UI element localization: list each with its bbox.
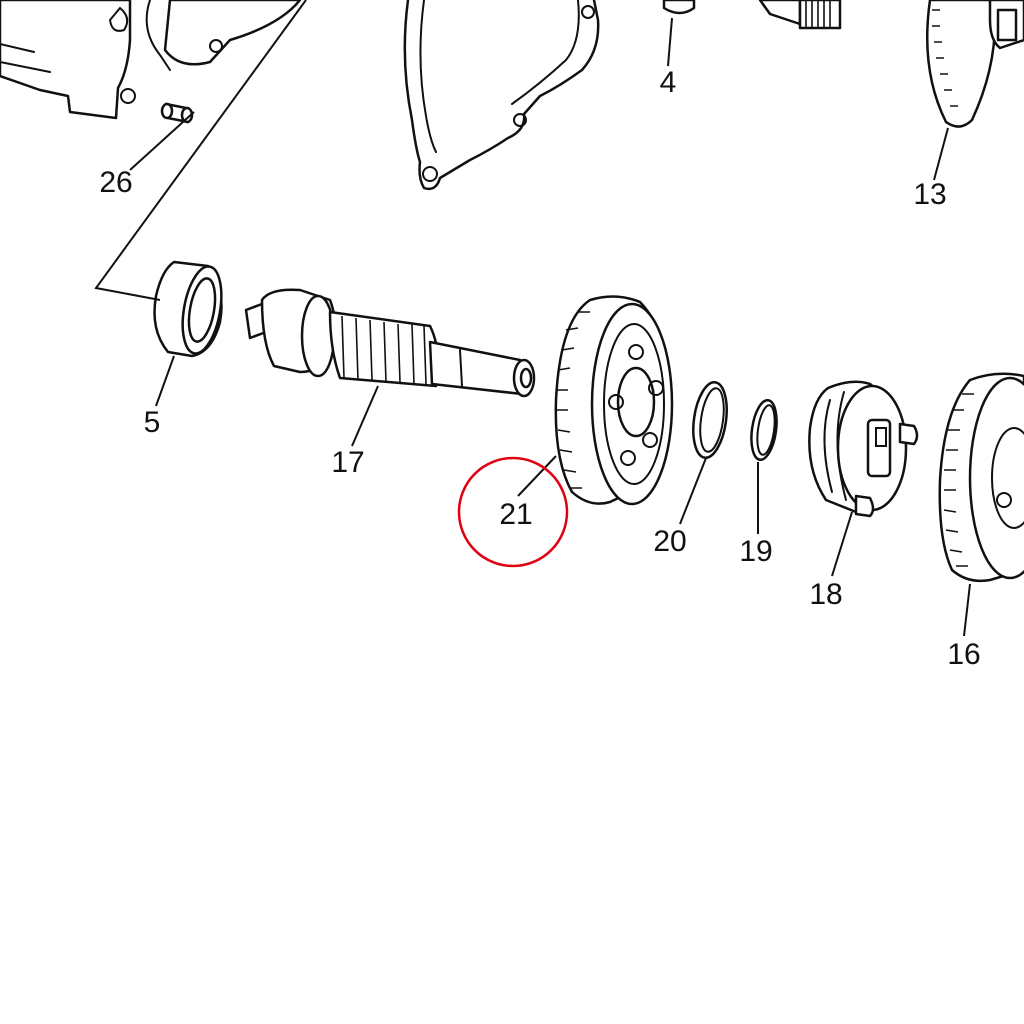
gear-part-13 [758,0,1024,128]
callout-17: 17 [331,446,364,479]
gear-part-21 [554,295,674,506]
callout-13: 13 [913,178,946,211]
callout-16: 16 [947,638,980,671]
callout-18: 18 [809,578,842,611]
callout-20: 20 [653,525,686,558]
washer-ring-part [750,398,778,462]
crankcase-housing-part [0,0,302,120]
circlip-ring-part [692,381,728,459]
gear-part-16 [938,372,1024,583]
gasket-part [403,0,600,191]
dog-hub-part [808,380,919,518]
leader-lines [94,0,971,637]
callout-19: 19 [739,535,772,568]
callout-21: 21 [499,498,532,531]
callout-26: 26 [99,166,132,199]
dowel-pin-part [160,102,194,124]
dowel-pin-part [662,0,696,15]
callout-4: 4 [660,66,677,99]
highlight-circle [457,456,569,568]
callout-5: 5 [144,406,161,439]
bearing-part [153,260,223,358]
shaft-part [244,288,536,398]
callout-labels: 4 26 13 5 17 21 20 19 18 16 [99,66,980,671]
